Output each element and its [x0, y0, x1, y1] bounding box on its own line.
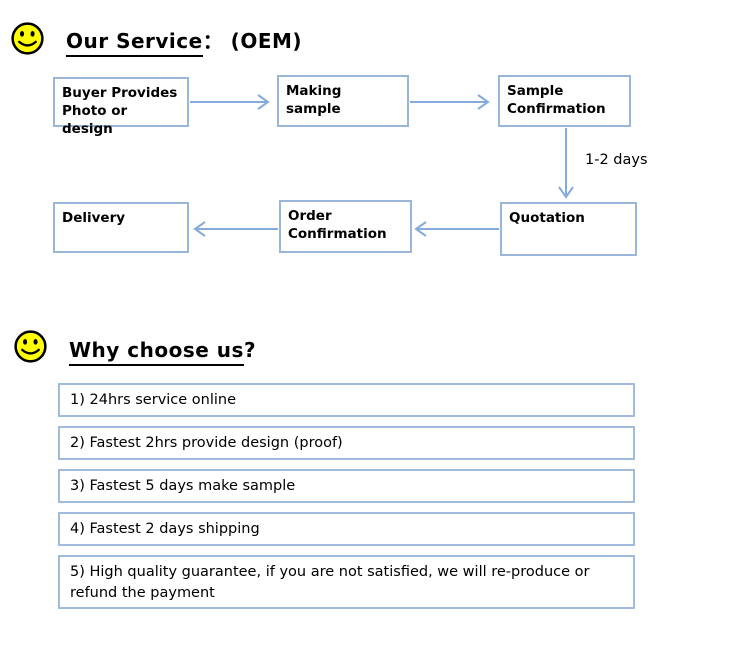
arrow-order-to-delivery: [193, 221, 278, 237]
flow-node-delivery: Delivery: [53, 202, 189, 253]
flow-node-quotation: Quotation: [500, 202, 637, 256]
smiley-icon: [14, 330, 47, 363]
title-suffix-text: ： (OEM): [202, 29, 303, 53]
reason-item-4: 4) Fastest 2 days shipping: [58, 512, 635, 546]
smiley-icon: [11, 22, 44, 55]
flow-node-sample-confirmation: Sample Confirmation: [498, 75, 631, 127]
arrow-making-to-sample: [410, 94, 490, 110]
title-underlined-text: Why choose us: [69, 338, 244, 366]
reason-item-2: 2) Fastest 2hrs provide design (proof): [58, 426, 635, 460]
flow-node-making-sample: Making sample: [277, 75, 409, 127]
flow-node-order-confirmation: Order Confirmation: [279, 200, 412, 253]
reason-item-3: 3) Fastest 5 days make sample: [58, 469, 635, 503]
reason-item-1: 1) 24hrs service online: [58, 383, 635, 417]
arrow-duration-label: 1-2 days: [585, 152, 648, 168]
title-underlined-text: Our Service: [66, 29, 203, 57]
page-title-why-choose-us: Why choose us?: [69, 337, 257, 366]
oem-flowchart: Buyer Provides Photo or design Making sa…: [0, 0, 746, 290]
arrow-quotation-to-order: [414, 221, 499, 237]
reason-item-5: 5) High quality guarantee, if you are no…: [58, 555, 635, 609]
flow-node-buyer-provides: Buyer Provides Photo or design: [53, 77, 189, 137]
section-header-why-choose-us: Why choose us?: [13, 329, 257, 366]
arrow-sample-to-quotation: [558, 128, 574, 199]
page-title-our-service: Our Service： (OEM): [66, 28, 303, 57]
section-header-our-service: Our Service： (OEM): [10, 21, 303, 57]
arrow-buyer-to-making: [190, 94, 270, 110]
title-suffix-text: ?: [243, 338, 257, 362]
